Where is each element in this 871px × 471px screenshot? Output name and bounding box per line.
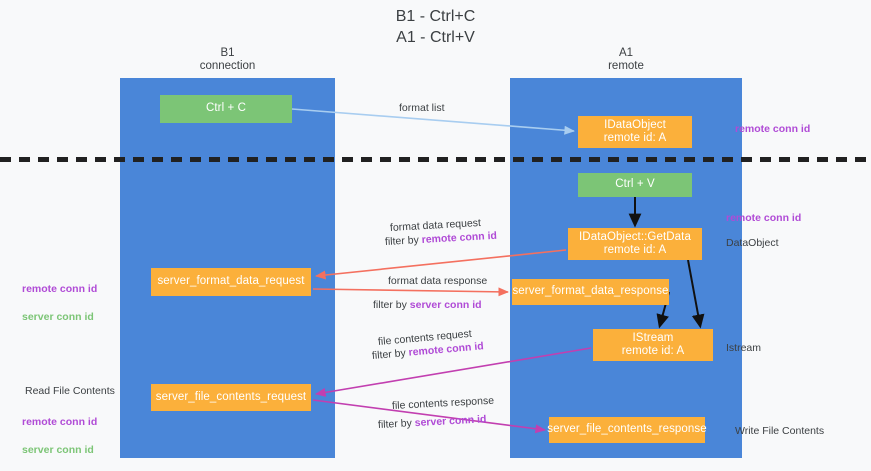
annotation-conn-ids-mid: remote conn id server conn id bbox=[22, 268, 97, 338]
edge-label-format-list: format list bbox=[399, 102, 445, 114]
diagram-title: B1 - Ctrl+C A1 - Ctrl+V bbox=[395, 8, 476, 46]
annotation-server-conn-id: server conn id bbox=[22, 444, 94, 456]
lane-heading-a1: A1 remote bbox=[608, 47, 644, 72]
filter-key-server-conn-id: server conn id bbox=[409, 299, 482, 311]
filter-prefix: filter by bbox=[377, 417, 416, 431]
node-ctrl-v[interactable]: Ctrl + V bbox=[578, 173, 692, 197]
filter-prefix: filter by bbox=[373, 299, 410, 311]
annotation-remote-conn-id-mid: remote conn id bbox=[726, 212, 802, 224]
node-server-format-data-response[interactable]: server_format_data_response bbox=[512, 279, 669, 305]
node-server-file-contents-request[interactable]: server_file_contents_request bbox=[151, 384, 311, 411]
node-server-file-contents-response[interactable]: server_file_contents_response bbox=[547, 417, 707, 443]
annotation-remote-conn-id: remote conn id bbox=[22, 416, 98, 428]
annotation-remote-conn-id-top: remote conn id bbox=[735, 123, 811, 135]
section-divider bbox=[0, 157, 871, 162]
edge-label-file-contents-response-filter: filter by server conn id bbox=[378, 412, 487, 432]
annotation-conn-ids-bottom: remote conn id server conn id bbox=[22, 401, 97, 471]
node-ctrl-c[interactable]: Ctrl + C bbox=[160, 95, 292, 123]
edge-format-data-response bbox=[312, 287, 509, 297]
node-istream[interactable]: IStream remote id: A bbox=[593, 329, 713, 361]
filter-key-server-conn-id: server conn id bbox=[414, 413, 487, 430]
edge-label-format-data-response-filter: filter by server conn id bbox=[373, 298, 482, 312]
node-idataobject-getdata[interactable]: IDataObject::GetData remote id: A bbox=[568, 228, 702, 260]
node-server-format-data-request[interactable]: server_format_data_request bbox=[151, 268, 311, 296]
annotation-istream: Istream bbox=[726, 342, 762, 354]
lane-heading-b1: B1 connection bbox=[199, 47, 256, 72]
filter-key-remote-conn-id: remote conn id bbox=[421, 229, 498, 246]
filter-prefix: filter by bbox=[384, 233, 423, 248]
annotation-remote-conn-id: remote conn id bbox=[22, 283, 98, 295]
annotation-dataobject: DataObject bbox=[726, 237, 779, 249]
annotation-write-file-contents: Write File Contents bbox=[735, 425, 825, 437]
annotation-read-file-contents: Read File Contents bbox=[25, 385, 115, 397]
annotation-server-conn-id: server conn id bbox=[22, 311, 94, 323]
edge-label-format-data-response: format data response bbox=[388, 275, 488, 287]
edge-label-file-contents-response: file contents response bbox=[391, 394, 495, 412]
node-idataobject[interactable]: IDataObject remote id: A bbox=[578, 116, 692, 148]
filter-prefix: filter by bbox=[371, 346, 410, 362]
